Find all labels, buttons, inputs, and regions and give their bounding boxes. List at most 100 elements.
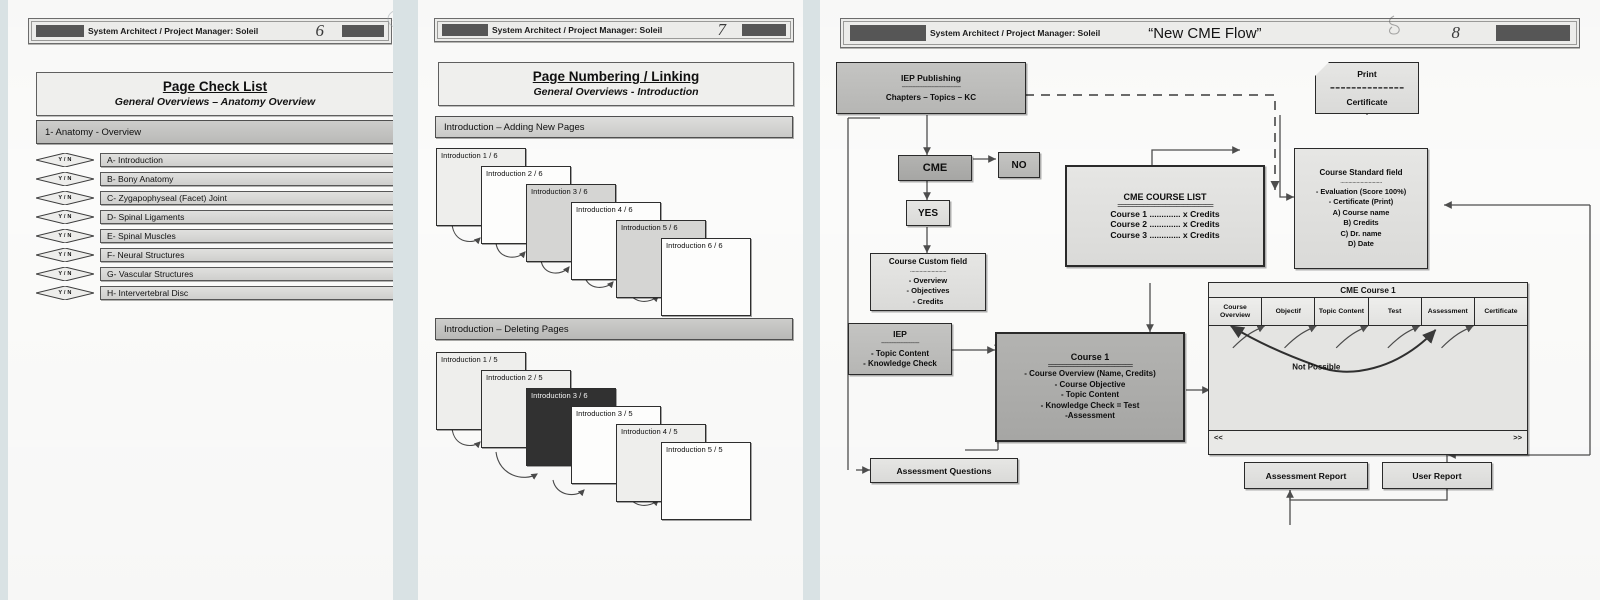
tab-certificate[interactable]: Certificate xyxy=(1474,298,1528,325)
yes-no-diamond[interactable]: Y / N xyxy=(36,266,94,281)
node-assessment-report: Assessment Report xyxy=(1244,462,1368,489)
panel-body: Not Possible xyxy=(1209,326,1527,430)
page-card-label: Introduction 6 / 6 xyxy=(666,241,723,250)
checklist-item[interactable]: H- Intervertebral Disc xyxy=(100,285,393,300)
node-print-certificate: Print -------------- Certificate xyxy=(1315,62,1419,114)
assessment-questions-label: Assessment Questions xyxy=(896,465,992,476)
node-line: - Knowledge Check = Test xyxy=(1040,400,1140,410)
node-iep: IEP ---------------------- - Topic Conte… xyxy=(848,323,952,375)
course-custom-title: Course Custom field xyxy=(888,256,968,266)
redaction-block-right xyxy=(1496,25,1570,41)
divider: ............................... xyxy=(1340,177,1382,185)
yes-no-label: Y / N xyxy=(58,251,72,258)
checklist-item[interactable]: D- Spinal Ligaments xyxy=(100,209,393,224)
course-1-items: - Course Overview (Name, Credits)- Cours… xyxy=(1024,369,1156,422)
nav-next-button[interactable]: >> xyxy=(1513,432,1522,442)
checklist-item[interactable]: G- Vascular Structures xyxy=(100,266,393,281)
node-line: Course 1 ............. x Credits xyxy=(1110,208,1220,219)
not-possible-arrows: Not Possible xyxy=(1230,326,1474,373)
iep-publishing-line: Chapters – Topics – KC xyxy=(885,92,977,102)
node-line: - Knowledge Check xyxy=(863,359,937,368)
no-label: NO xyxy=(1011,159,1027,171)
iep-title: IEP xyxy=(893,328,907,339)
yes-no-label: Y / N xyxy=(58,289,72,296)
page-1-header-bar: System Architect / Project Manager: Sole… xyxy=(28,18,392,44)
yes-no-diamond[interactable]: Y / N xyxy=(36,190,94,205)
user-report-label: User Report xyxy=(1412,470,1462,481)
page-card-label: Introduction 1 / 5 xyxy=(441,355,498,364)
tab-course-overview[interactable]: Course Overview xyxy=(1209,298,1263,325)
print-title: Print xyxy=(1357,69,1377,79)
page-2-title-block: Page Numbering / Linking General Overvie… xyxy=(438,62,794,106)
page-title: Page Numbering / Linking xyxy=(532,69,700,84)
section-bar-label: Introduction – Deleting Pages xyxy=(444,323,569,335)
divider: ........................... xyxy=(909,266,947,274)
redaction-block-right xyxy=(742,24,786,36)
checklist-item[interactable]: C- Zygapophyseal (Facet) Joint xyxy=(100,190,393,205)
nav-prev-button[interactable]: << xyxy=(1214,432,1223,442)
node-line: - Certificate (Print) xyxy=(1328,197,1394,206)
checklist-item[interactable]: F- Neural Structures xyxy=(100,247,393,262)
node-line: - Course Objective xyxy=(1054,379,1126,389)
yes-no-label: Y / N xyxy=(58,194,72,201)
page-subtitle: General Overviews – Anatomy Overview xyxy=(114,96,316,108)
checklist-row: Y / N C- Zygapophyseal (Facet) Joint xyxy=(36,190,393,205)
checklist-item[interactable]: A- Introduction xyxy=(100,152,393,167)
header-title: “New CME Flow” xyxy=(1148,24,1262,42)
header-credit: System Architect / Project Manager: Sole… xyxy=(88,26,259,36)
tab-topic-content[interactable]: Topic Content xyxy=(1315,298,1369,325)
iep-items: - Topic Content- Knowledge Check xyxy=(863,349,937,370)
node-line: A) Course name xyxy=(1332,207,1390,217)
tab-objectif[interactable]: Objectif xyxy=(1262,298,1316,325)
yes-no-diamond[interactable]: Y / N xyxy=(36,171,94,186)
node-cme: CME xyxy=(898,155,972,181)
tab-test[interactable]: Test xyxy=(1368,298,1422,325)
divider: ========================== xyxy=(1117,200,1213,210)
checklist-row: Y / N F- Neural Structures xyxy=(36,247,393,262)
assessment-report-label: Assessment Report xyxy=(1265,470,1347,481)
tab-assessment[interactable]: Assessment xyxy=(1421,298,1475,325)
checklist-item[interactable]: B- Bony Anatomy xyxy=(100,171,393,186)
course-standard-title: Course Standard field xyxy=(1319,167,1403,177)
section-bar-deleting-pages: Introduction – Deleting Pages xyxy=(435,318,793,340)
page-card-label: Introduction 3 / 5 xyxy=(576,409,633,418)
page-number: 8 xyxy=(1451,23,1461,42)
page-title: Page Check List xyxy=(162,79,268,94)
page-1-title-block: Page Check List General Overviews – Anat… xyxy=(36,72,393,116)
handwritten-doodle-page3 xyxy=(1388,15,1400,35)
yes-no-diamond[interactable]: Y / N xyxy=(36,247,94,262)
print-line: Certificate xyxy=(1346,97,1388,107)
node-course-standard-field: Course Standard field ..................… xyxy=(1294,148,1428,269)
yes-no-label: Y / N xyxy=(58,213,72,220)
yes-no-diamond[interactable]: Y / N xyxy=(36,228,94,243)
header-credit: System Architect / Project Manager: Sole… xyxy=(930,28,1101,38)
page-number: 7 xyxy=(717,20,727,39)
node-no: NO xyxy=(998,152,1040,178)
page-subtitle: General Overviews - Introduction xyxy=(533,86,699,98)
checklist-item[interactable]: E- Spinal Muscles xyxy=(100,228,393,243)
node-user-report: User Report xyxy=(1382,462,1492,489)
node-course-1: Course 1 ======================= - Cours… xyxy=(995,332,1185,442)
section-bar-anatomy-overview: 1- Anatomy - Overview xyxy=(36,120,393,144)
page-card-label: Introduction 2 / 6 xyxy=(486,169,543,178)
yes-no-diamond[interactable]: Y / N xyxy=(36,209,94,224)
node-line: -Assessment xyxy=(1065,411,1115,421)
node-line: B) Credits xyxy=(1343,218,1379,227)
page-card-label: Introduction 5 / 5 xyxy=(666,445,723,454)
page-card-label: Introduction 1 / 6 xyxy=(441,151,498,160)
section-bar-label: Introduction – Adding New Pages xyxy=(444,121,585,133)
header-credit: System Architect / Project Manager: Sole… xyxy=(492,25,663,35)
yes-no-diamond[interactable]: Y / N xyxy=(36,152,94,167)
checklist-row: Y / N E- Spinal Muscles xyxy=(36,228,393,243)
page-card[interactable]: Introduction 6 / 6 xyxy=(661,238,751,316)
node-iep-publishing: IEP Publishing -------------------------… xyxy=(836,62,1026,114)
section-bar-label: 1- Anatomy - Overview xyxy=(45,126,142,138)
yes-no-diamond[interactable]: Y / N xyxy=(36,285,94,300)
iep-publishing-title: IEP Publishing xyxy=(900,72,961,83)
yes-no-label: Y / N xyxy=(58,156,72,163)
node-line: C) Dr. name xyxy=(1340,228,1382,238)
not-possible-annotation: Not Possible xyxy=(1292,363,1341,372)
yes-no-label: Y / N xyxy=(58,232,72,239)
page-card[interactable]: Introduction 5 / 5 xyxy=(661,442,751,520)
